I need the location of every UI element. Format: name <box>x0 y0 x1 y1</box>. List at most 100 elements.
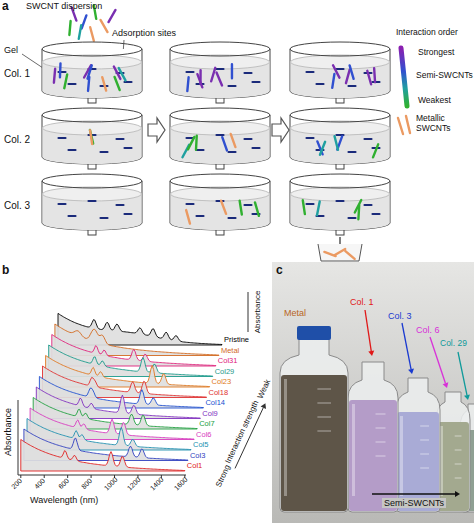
tick-label: 1600 <box>172 476 189 493</box>
adsorption-site <box>117 138 124 140</box>
legend-heading: Interaction order <box>396 28 473 38</box>
arrowhead <box>261 403 266 409</box>
graduation <box>455 450 462 451</box>
adsorption-site <box>307 71 314 73</box>
graduation <box>455 436 462 437</box>
tick-label: 800 <box>80 477 94 491</box>
nanotube <box>373 68 376 82</box>
series-label: Col7 <box>199 420 214 429</box>
nanotube <box>217 73 222 86</box>
nanotube <box>102 77 106 90</box>
liquid <box>281 375 347 511</box>
adsorption-site <box>217 68 224 70</box>
adsorption-site <box>245 138 252 140</box>
nanotube <box>186 210 190 223</box>
nanotube <box>367 71 371 84</box>
adsorption-site <box>69 83 76 85</box>
nanotube <box>231 64 233 78</box>
nanotube <box>88 65 92 78</box>
adsorption-site <box>197 215 204 217</box>
nanotube <box>320 142 325 155</box>
column-rim <box>170 108 270 122</box>
series-label: Col9 <box>202 410 217 419</box>
column-rim <box>170 174 270 188</box>
series-label: Col14 <box>205 399 225 408</box>
legend-sample <box>406 116 410 133</box>
nanotube <box>346 70 350 83</box>
column-rim <box>42 174 142 188</box>
annotation: Weakest <box>418 96 451 106</box>
graduation <box>376 414 386 415</box>
tick-label: 1200 <box>126 476 143 493</box>
graduation <box>420 468 429 469</box>
graduation <box>420 426 429 427</box>
adsorption-site <box>253 81 260 83</box>
adsorption-site <box>307 203 314 205</box>
nanotube <box>317 201 320 215</box>
graduation <box>376 428 386 429</box>
highlight <box>400 416 403 496</box>
adsorption-site <box>229 85 236 87</box>
graduation <box>317 431 331 432</box>
adsorption-site <box>245 204 252 206</box>
glass-bottle <box>396 378 440 512</box>
direction-label: Strong <box>214 463 232 488</box>
axis-title: Interaction strength <box>223 399 260 465</box>
gel-column <box>290 42 390 103</box>
adsorption-site <box>187 71 194 73</box>
series-label: Col1 <box>187 462 202 471</box>
highlight <box>352 404 355 496</box>
nanotube <box>69 21 70 35</box>
gel-column <box>170 42 270 103</box>
tick-label: 1000 <box>102 476 119 493</box>
legend-label: Semi-SWCNTs <box>416 71 473 81</box>
nanotube <box>211 68 215 81</box>
column-rim <box>290 108 390 122</box>
tick <box>44 475 45 478</box>
graduation <box>455 464 462 465</box>
axis <box>248 292 249 332</box>
adsorption-site <box>187 203 194 205</box>
adsorption-site <box>253 147 260 149</box>
column-outline <box>42 174 142 236</box>
graduation <box>455 478 462 479</box>
gel-surface <box>171 187 270 201</box>
photo-background <box>272 262 474 523</box>
annotation: Adsorption sites <box>112 28 176 38</box>
arrowhead <box>464 395 470 401</box>
gel-column <box>42 42 142 103</box>
adsorption-site <box>59 203 66 205</box>
bottle <box>396 378 440 512</box>
step-arrow <box>148 118 165 142</box>
adsorption-site <box>337 200 344 202</box>
gel-column <box>170 108 270 169</box>
column-rim <box>170 42 270 56</box>
axis-title: Absorbance <box>253 291 262 334</box>
panel-letter: a <box>2 0 9 14</box>
adsorption-site <box>125 213 132 215</box>
adsorption-site <box>101 151 108 153</box>
tick <box>20 475 21 478</box>
adsorption-site <box>117 204 124 206</box>
bottle <box>348 362 398 512</box>
axis-title: Wavelength (nm) <box>30 495 98 505</box>
collector <box>318 244 362 261</box>
nanotube <box>345 251 354 259</box>
adsorption-site <box>317 83 324 85</box>
graduation <box>317 403 331 404</box>
nanotube <box>59 63 62 77</box>
adsorption-site <box>337 68 344 70</box>
column-rim <box>290 174 390 188</box>
graduation <box>317 417 331 418</box>
glass-bottle <box>348 362 398 512</box>
gel <box>43 187 142 230</box>
nanotube <box>195 136 198 150</box>
arrowhead <box>408 369 414 375</box>
series-label: Col5 <box>193 441 208 450</box>
arrow-line <box>365 310 371 351</box>
nanotube <box>335 249 345 255</box>
axis <box>18 400 19 475</box>
gel <box>291 121 390 164</box>
nanotube <box>350 65 354 78</box>
legend-sample <box>401 48 407 106</box>
